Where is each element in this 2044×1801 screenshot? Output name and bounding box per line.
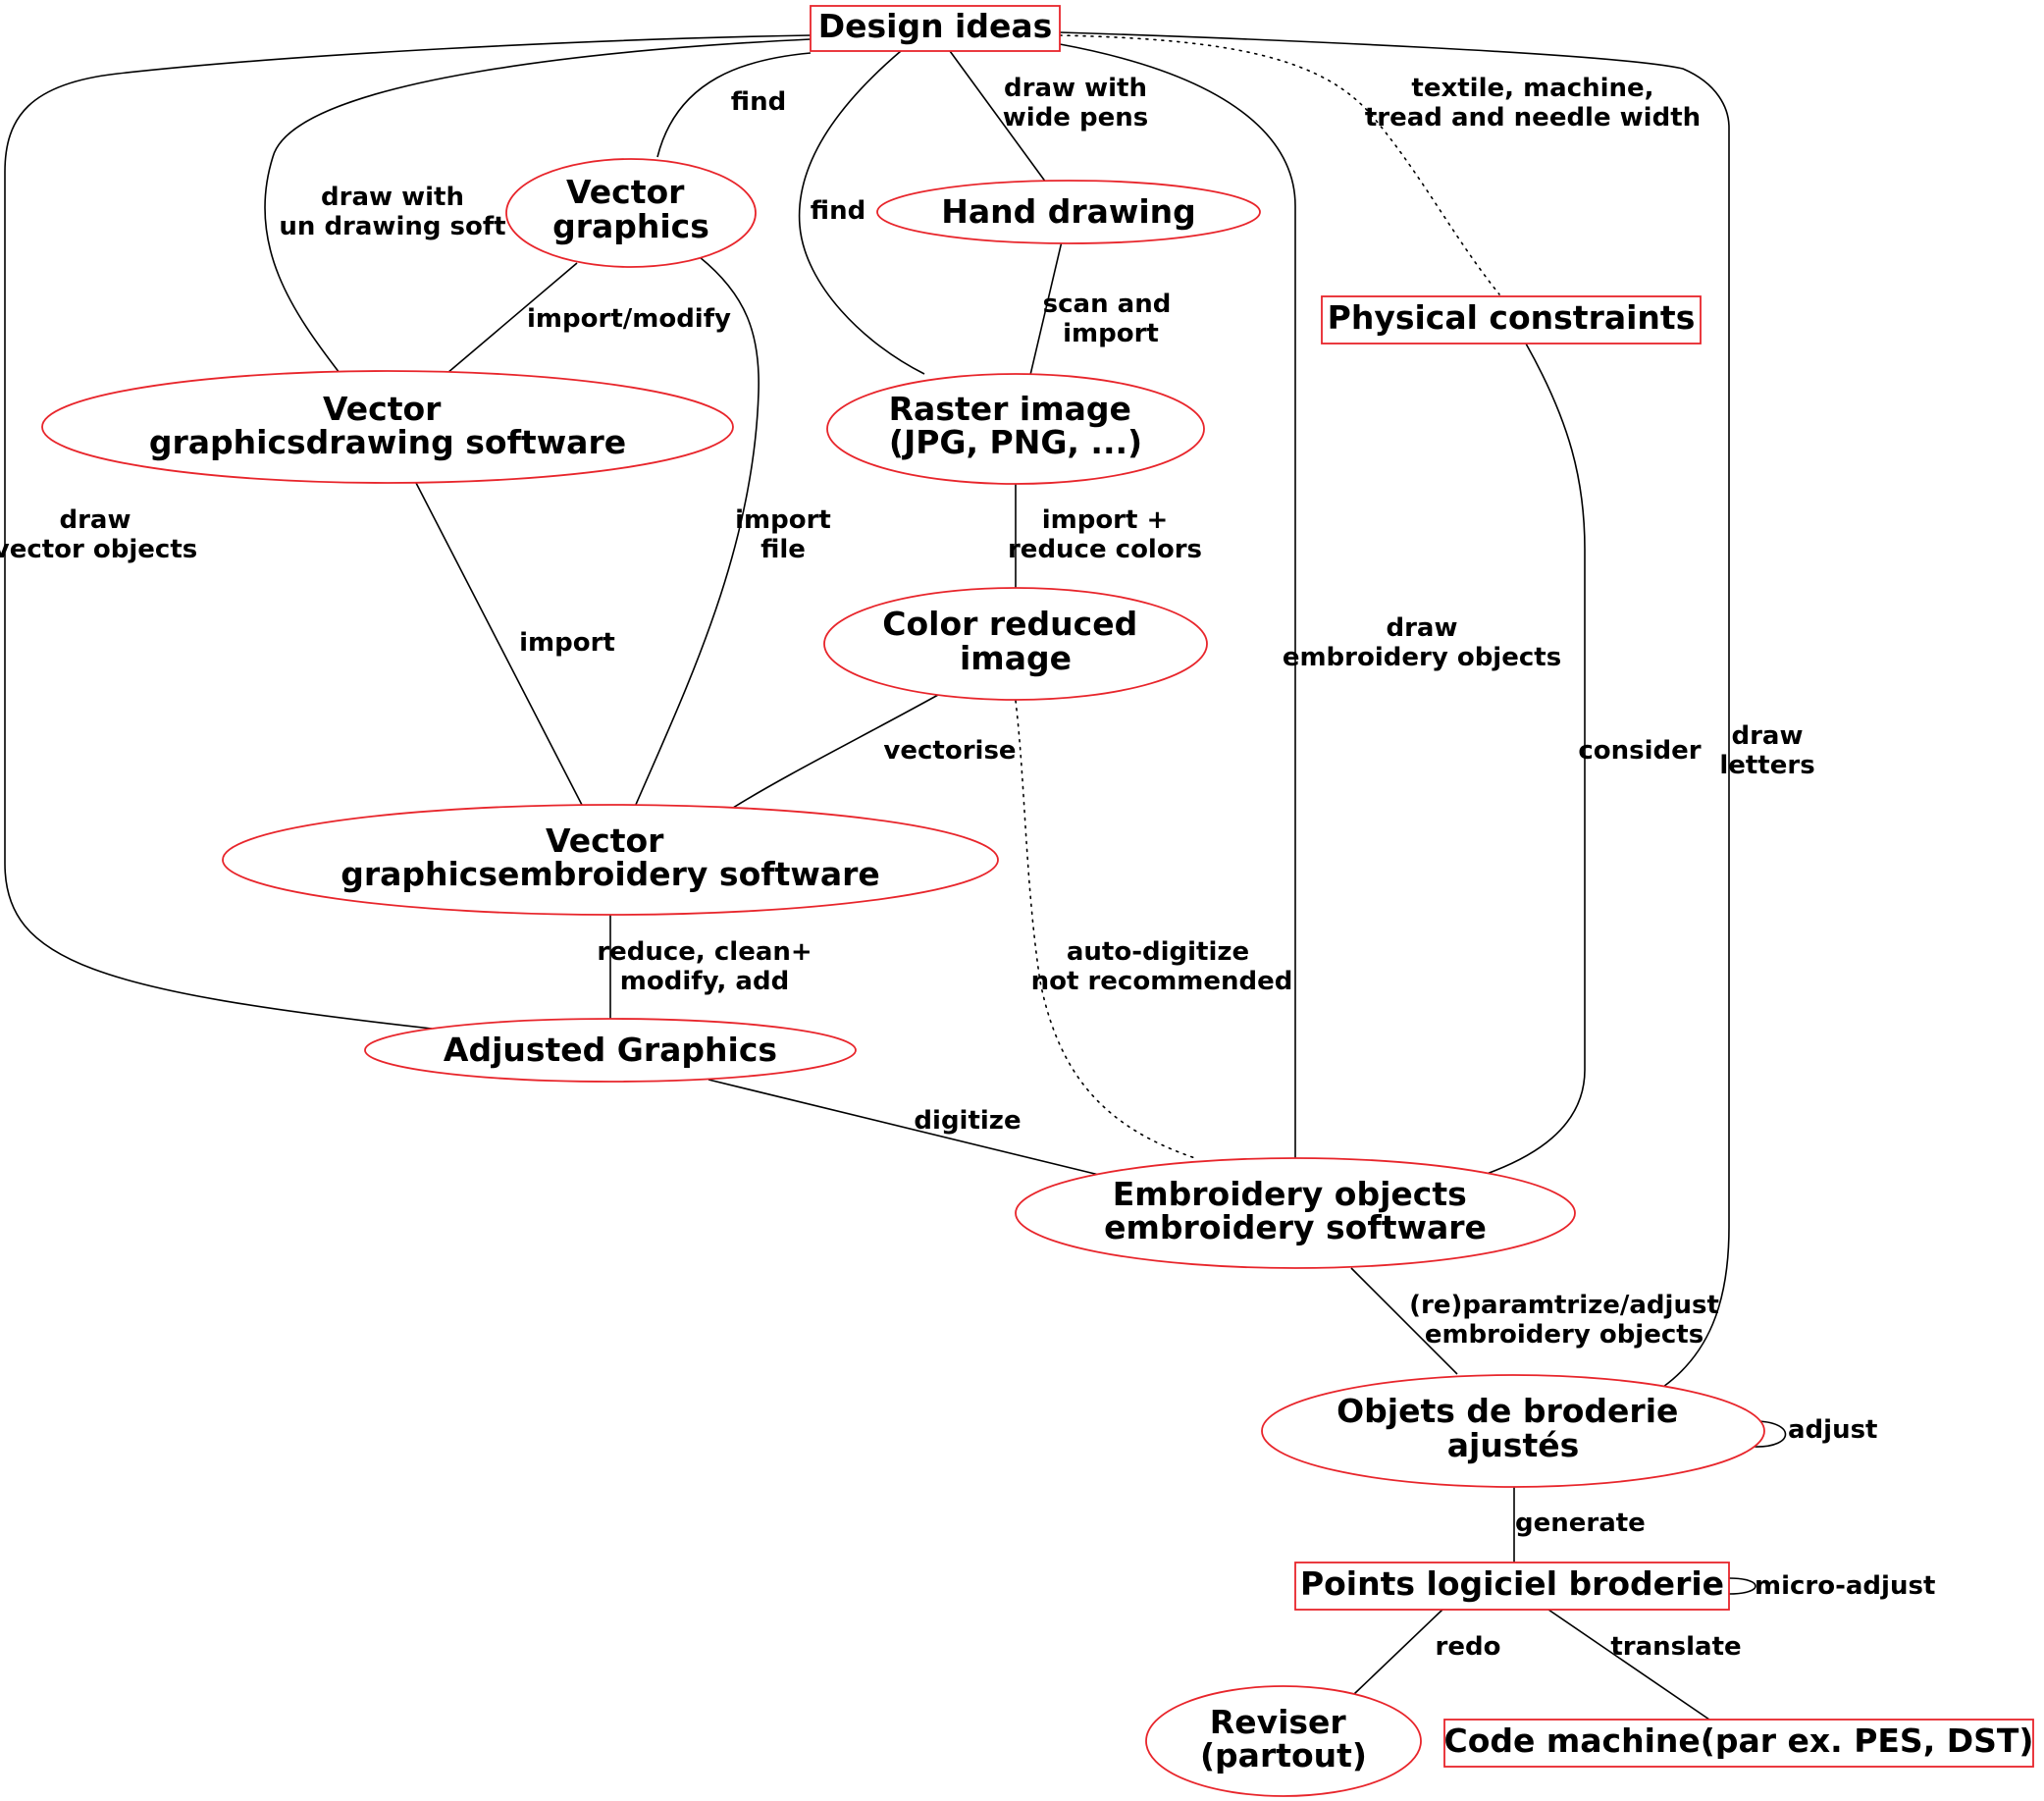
- edge-label-textile-constraints: textile, machine,tread and needle width: [1365, 74, 1701, 132]
- edge-design-to-adjusted-graphics: [4, 34, 812, 1030]
- edge-hand-drawing-to-raster: [1029, 240, 1063, 376]
- edge-design-to-drawing-software: [264, 38, 812, 374]
- edge-label-import-modify: import/modify: [527, 304, 731, 334]
- node-label-line: (partout): [1200, 1736, 1367, 1775]
- edge-drawing-software-to-embroidery-software: [415, 482, 584, 808]
- node-label-line: Code machine(par ex. PES, DST): [1444, 1722, 2034, 1760]
- node-label-line: Embroidery objects: [1113, 1175, 1467, 1213]
- svg-text:Vector graphics: Vector graphics: [552, 173, 709, 245]
- node-embroidery-objects: Embroidery objects embroidery software: [1015, 1157, 1576, 1269]
- node-design-ideas: Design ideas: [810, 5, 1061, 52]
- node-label-line: Vector: [546, 821, 664, 860]
- node-label-line: Objets de broderie: [1336, 1392, 1678, 1430]
- svg-text:Embroidery objects embro: Embroidery objects embroidery software: [1104, 1175, 1487, 1246]
- node-label-line: graphicsembroidery software: [341, 855, 880, 893]
- edge-label-digitize: digitize: [914, 1106, 1021, 1136]
- node-label-line: Design ideas: [818, 7, 1053, 45]
- svg-text:Hand drawing: Hand drawing: [941, 192, 1196, 231]
- node-label-line: graphics: [552, 207, 709, 245]
- edge-label-import: import: [519, 628, 615, 658]
- edge-design-to-raster-image: [798, 50, 925, 375]
- edge-vector-graphics-to-embroidery-software: [634, 256, 760, 808]
- node-label-line: Vector: [566, 173, 685, 211]
- svg-text:Physical constraints: Physical constraints: [1328, 298, 1696, 337]
- edge-label-redo: redo: [1436, 1632, 1501, 1662]
- node-label-line: Vector: [323, 390, 442, 428]
- edge-label-translate: translate: [1610, 1632, 1741, 1662]
- edge-label-adjust: adjust: [1788, 1415, 1877, 1445]
- svg-text:Vector graphicsembroider: Vector graphicsembroidery software: [341, 821, 880, 893]
- svg-text:Code machine(par ex. PES, DST): Code machine(par ex. PES, DST): [1444, 1722, 2034, 1760]
- edge-points-self-loop: [1728, 1577, 1756, 1595]
- node-adjusted-graphics: Adjusted Graphics: [364, 1018, 857, 1083]
- svg-text:Vector graphicsdrawing s: Vector graphicsdrawing software: [149, 390, 626, 461]
- svg-text:Raster image (JPG, PNG,: Raster image (JPG, PNG, ...): [889, 390, 1143, 461]
- edges: [4, 31, 1787, 1721]
- node-points-logiciel: Points logiciel broderie: [1294, 1562, 1730, 1611]
- edge-label-consider: consider: [1578, 736, 1701, 766]
- node-physical-constraints: Physical constraints: [1321, 295, 1702, 344]
- edge-color-reduced-to-embroidery-objects: [1015, 700, 1196, 1159]
- svg-text:Reviser (partout): Reviser (partout): [1200, 1703, 1367, 1775]
- edge-design-to-hand-drawing: [949, 50, 1047, 184]
- edge-design-to-physical-constraints: [1059, 34, 1500, 295]
- edge-vector-graphics-to-drawing-software: [446, 262, 578, 374]
- node-color-reduced-image: Color reduced image: [823, 587, 1208, 701]
- node-label-line: (JPG, PNG, ...): [889, 423, 1142, 461]
- edge-design-to-embroidery-objects: [1059, 43, 1296, 1158]
- svg-text:Design ideas: Design ideas: [818, 7, 1053, 45]
- node-label-line: graphicsdrawing software: [149, 423, 626, 461]
- edge-label-micro-adjust: micro-adjust: [1755, 1571, 1935, 1601]
- edge-embroidery-objects-to-objets-ajustes: [1350, 1267, 1458, 1375]
- edge-label-find-vector: find: [731, 87, 786, 117]
- node-label-line: image: [960, 639, 1072, 677]
- edge-label-generate: generate: [1515, 1509, 1646, 1538]
- edge-label-import-reduce-colors: import +reduce colors: [1008, 505, 1202, 564]
- edge-objets-ajustes-self-loop: [1754, 1420, 1787, 1448]
- node-label-line: Hand drawing: [941, 192, 1196, 231]
- node-vector-graphics: Vector graphics: [505, 158, 757, 268]
- node-objets-ajustes: Objets de broderie ajustés: [1261, 1374, 1765, 1488]
- node-label-line: ajustés: [1447, 1426, 1580, 1464]
- edge-design-to-vector-graphics: [656, 52, 812, 158]
- node-label-line: embroidery software: [1104, 1208, 1487, 1246]
- edge-color-reduced-to-embroidery-software: [732, 694, 939, 809]
- edge-points-to-code-machine: [1547, 1609, 1710, 1721]
- edge-points-to-reviser: [1353, 1609, 1443, 1695]
- node-vector-drawing-software: Vector graphicsdrawing software: [41, 370, 734, 484]
- edge-label-find-raster: find: [811, 196, 865, 226]
- node-label-line: Raster image: [889, 390, 1131, 428]
- node-label-line: Points logiciel broderie: [1300, 1564, 1724, 1603]
- edge-design-to-objets-ajustes: [1059, 31, 1730, 1388]
- node-hand-drawing: Hand drawing: [876, 180, 1261, 244]
- edge-label-reduce-clean: reduce, clean+modify, add: [597, 937, 812, 996]
- svg-text:Objets de broderie ajust: Objets de broderie ajustés: [1336, 1392, 1690, 1464]
- node-label-line: Physical constraints: [1328, 298, 1696, 337]
- svg-text:Adjusted Graphics: Adjusted Graphics: [444, 1031, 777, 1069]
- edge-label-vectorise: vectorise: [883, 736, 1016, 766]
- node-reviser: Reviser (partout): [1145, 1685, 1422, 1797]
- node-label-line: Adjusted Graphics: [444, 1031, 777, 1069]
- node-vector-embroidery-software: Vector graphicsembroidery software: [222, 804, 999, 916]
- node-label-line: Reviser: [1210, 1703, 1347, 1741]
- edge-adjusted-graphics-to-embroidery-objects: [708, 1079, 1100, 1176]
- node-raster-image: Raster image (JPG, PNG, ...): [826, 373, 1205, 485]
- svg-text:Points logiciel broderie: Points logiciel broderie: [1300, 1564, 1724, 1603]
- node-code-machine: Code machine(par ex. PES, DST): [1443, 1719, 2034, 1768]
- node-label-line: Color reduced: [882, 605, 1137, 643]
- edge-physical-constraints-to-embroidery-objects: [1483, 343, 1586, 1176]
- svg-text:Color reduced image: Color reduced image: [882, 605, 1148, 677]
